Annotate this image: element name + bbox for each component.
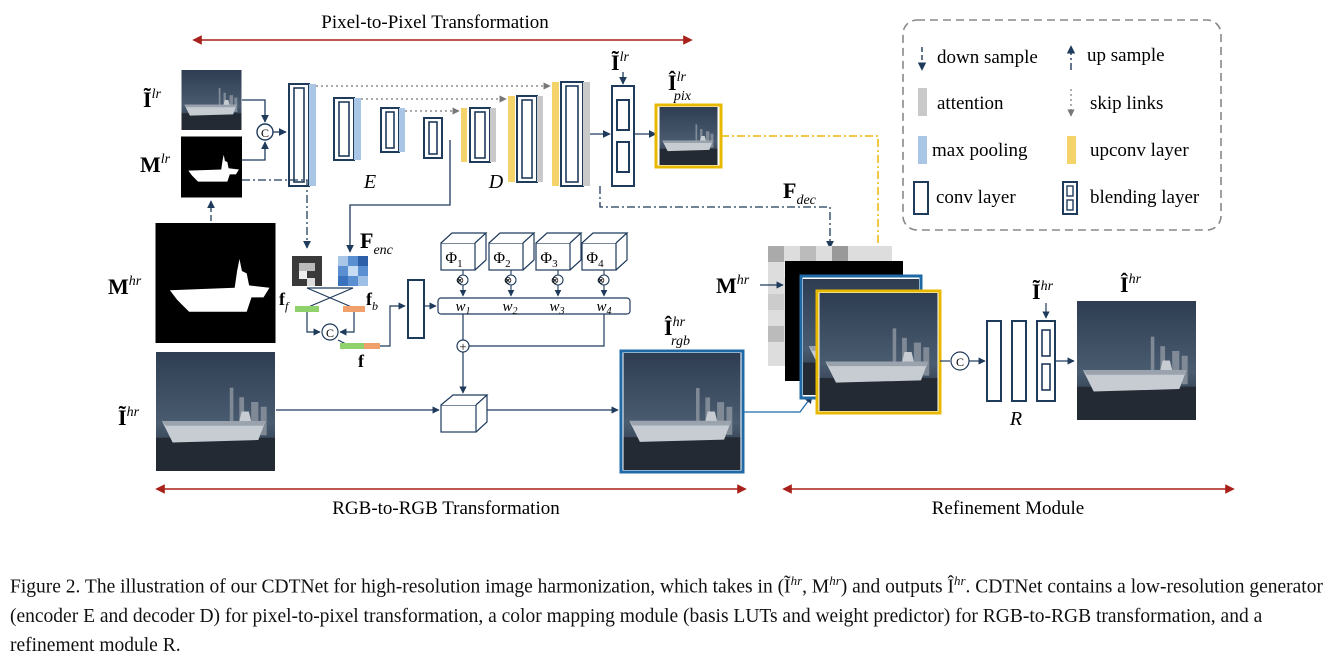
image-i-rgb (624, 353, 741, 470)
label-fb: fb (366, 289, 378, 313)
mask-feature-link (242, 179, 311, 249)
label-f-enc: Fenc (360, 228, 394, 258)
feature-f-orange (364, 343, 380, 349)
concat-circle-mid (321, 323, 339, 341)
label-i-hr-right: Ĩhr (1032, 279, 1054, 304)
refine-pix-layer (820, 293, 938, 411)
weight-predictor-conv (407, 279, 425, 339)
concat-c-mid: C (326, 326, 334, 340)
fusion-cross (305, 287, 355, 309)
legend-label-up-arrow: up sample (1087, 45, 1165, 66)
weight-label-4: w4 (596, 299, 611, 317)
decoder (461, 81, 590, 187)
image-i-pix (660, 107, 718, 165)
lut-phi-label-2: Φ2 (493, 250, 510, 270)
feature-ff (295, 306, 319, 312)
final-lut-cube (440, 394, 489, 433)
skip-links (316, 82, 551, 115)
label-R: R (1009, 408, 1022, 430)
lut-cube-2: ⊗ Φ2 (488, 232, 536, 297)
legend-label-blend-box: blending layer (1090, 187, 1200, 208)
lut-cube-4: ⊗ Φ4 (581, 232, 629, 297)
label-D: D (488, 171, 504, 193)
svg-text:⊗: ⊗ (597, 276, 605, 287)
mask-feature-grid (292, 256, 322, 286)
legend-label-gray-bar: attention (937, 93, 1004, 114)
concat-c-right: C (956, 355, 964, 369)
arrow-fb-to-concat (339, 312, 355, 336)
label-E: E (363, 171, 376, 193)
label-m-hr: Mhr (108, 274, 142, 299)
figure-caption: Figure 2. The illustration of our CDTNet… (10, 573, 1323, 656)
arrow-rgb-to-refine (743, 395, 813, 413)
bottom-right-span-label: Refinement Module (932, 498, 1085, 519)
image-i-out (1077, 301, 1196, 420)
weights-bar (437, 297, 631, 315)
lut-cube-3: ⊗ Φ3 (535, 232, 583, 297)
image-m-lr (181, 137, 242, 198)
label-i-lr-top: Ĩlr (611, 50, 629, 75)
label-f-dec: Fdec (783, 178, 817, 208)
concat-c-top: C (261, 126, 269, 140)
svg-text:⊗: ⊗ (551, 276, 559, 287)
legend-label-dotted-arrow: skip links (1090, 93, 1163, 114)
image-i-hr (156, 352, 275, 471)
label-i-out: Îhr (1120, 272, 1142, 297)
image-i-lr (182, 70, 242, 130)
lut-phi-label-1: Φ1 (445, 250, 462, 270)
feature-fb (343, 306, 365, 312)
image-m-hr (156, 223, 276, 343)
sum-plus: + (459, 339, 466, 354)
weight-label-3: w3 (549, 299, 564, 317)
refinement-R (986, 320, 1056, 402)
label-i-hr-left: Ĩhr (118, 405, 140, 430)
top-span-label: Pixel-to-Pixel Transformation (321, 12, 549, 33)
lut-cube-1: ⊗ Φ1 (440, 232, 488, 297)
label-i-lr-left: Ĩlr (143, 87, 161, 112)
weights-sum-lines (462, 314, 605, 347)
arrow-ff-to-concat (306, 312, 321, 336)
weight-label-2: w2 (502, 299, 517, 317)
legend-icons (913, 45, 1078, 215)
legend-label-blue-bar: max pooling (932, 140, 1028, 161)
svg-text:⊗: ⊗ (504, 276, 512, 287)
label-m-hr-mid: Mhr (716, 273, 750, 298)
svg-text:⊗: ⊗ (456, 276, 464, 287)
label-f: f (358, 351, 365, 371)
label-m-lr: Mlr (140, 152, 171, 177)
cdtnet-diagram: Pixel-to-Pixel Transformation RGB-to-RGB… (108, 12, 1235, 519)
arrow-mlr-to-concat (242, 141, 269, 161)
gold-link (721, 135, 883, 293)
feature-f-green (340, 343, 364, 349)
lut-phi-label-3: Φ3 (540, 250, 558, 270)
fdec-link (599, 186, 834, 249)
legend-label-down-arrow: down sample (937, 47, 1038, 68)
legend-label-conv-box: conv layer (936, 187, 1016, 208)
blending-layer-top (611, 85, 635, 187)
bottom-left-span-label: RGB-to-RGB Transformation (332, 498, 560, 519)
legend-label-yellow-bar: upconv layer (1090, 140, 1189, 161)
weight-label-1: w1 (455, 299, 470, 317)
legend-box (902, 19, 1222, 231)
enc-feature-grid (338, 256, 368, 286)
arrow-f-to-predictor (380, 302, 406, 347)
arrow-ilr-to-concat (242, 99, 269, 123)
label-ff: ff (279, 289, 290, 313)
lut-phi-label-4: Φ4 (586, 250, 604, 270)
enc-feature-link (346, 140, 451, 253)
